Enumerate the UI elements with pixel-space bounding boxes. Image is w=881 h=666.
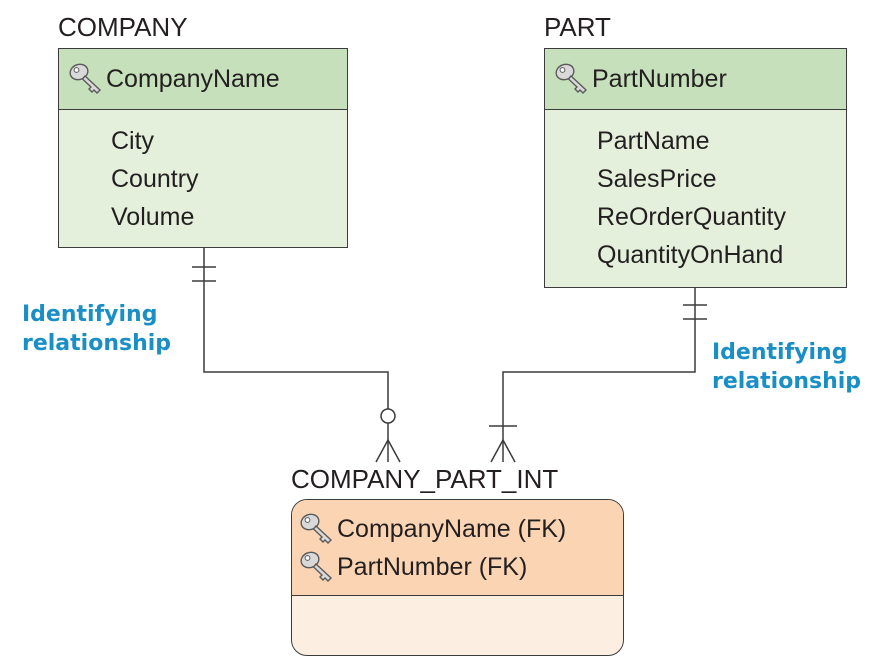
company-crowfoot-left — [375, 439, 389, 463]
key-icon — [66, 60, 106, 98]
company-key-row: CompanyName — [66, 60, 347, 98]
part-attribute: QuantityOnHand — [597, 241, 784, 269]
part-attribute: SalesPrice — [597, 165, 717, 193]
company-attribute: Country — [111, 165, 199, 193]
company-part-int-key-attribute: PartNumber (FK) — [337, 552, 528, 581]
company-part-int-key-attribute: CompanyName (FK) — [337, 514, 567, 543]
part-key-row: PartNumber — [552, 60, 846, 98]
company-part-int-entity-name: COMPANY_PART_INT — [291, 464, 559, 494]
part-key-attribute: PartNumber — [592, 64, 727, 93]
right-relationship-label: Identifying relationship — [712, 338, 861, 396]
company-entity: CompanyName City Country Volume — [58, 48, 348, 248]
key-icon — [297, 548, 337, 586]
company-key-section: CompanyName — [59, 49, 347, 110]
key-icon — [552, 60, 592, 98]
company-relationship-line — [203, 247, 389, 410]
left-relationship-label-line: Identifying — [22, 302, 158, 327]
company-key-attribute: CompanyName — [106, 64, 280, 93]
part-relationship-line — [502, 287, 696, 462]
key-icon — [297, 510, 337, 548]
company-part-int-key-row: CompanyName (FK) — [297, 510, 623, 548]
part-attribute-section: PartName SalesPrice ReOrderQuantity Quan… — [545, 110, 846, 274]
part-entity-name: PART — [544, 12, 611, 42]
right-relationship-label-line: Identifying — [712, 340, 848, 365]
company-attribute-section: City Country Volume — [59, 110, 347, 236]
company-optional-circle — [380, 408, 396, 424]
company-crowfoot-right — [387, 439, 401, 463]
left-relationship-label-line: relationship — [22, 331, 172, 356]
company-attribute: City — [111, 127, 155, 155]
company-attribute: Volume — [111, 203, 195, 231]
part-key-section: PartNumber — [545, 49, 846, 110]
company-part-int-key-section: CompanyName (FK) PartNumber (FK) — [292, 500, 623, 596]
part-attribute: ReOrderQuantity — [597, 203, 786, 231]
left-relationship-label: Identifying relationship — [22, 300, 171, 358]
company-part-int-key-row: PartNumber (FK) — [297, 548, 623, 586]
part-attribute: PartName — [597, 127, 710, 155]
company-part-int-entity: CompanyName (FK) PartNumber (FK) — [291, 499, 624, 656]
part-entity: PartNumber PartName SalesPrice ReOrderQu… — [544, 48, 847, 288]
right-relationship-label-line: relationship — [712, 369, 862, 394]
company-entity-name: COMPANY — [58, 12, 188, 42]
part-crowfoot-right — [502, 439, 516, 463]
part-crowfoot-left — [490, 439, 504, 463]
